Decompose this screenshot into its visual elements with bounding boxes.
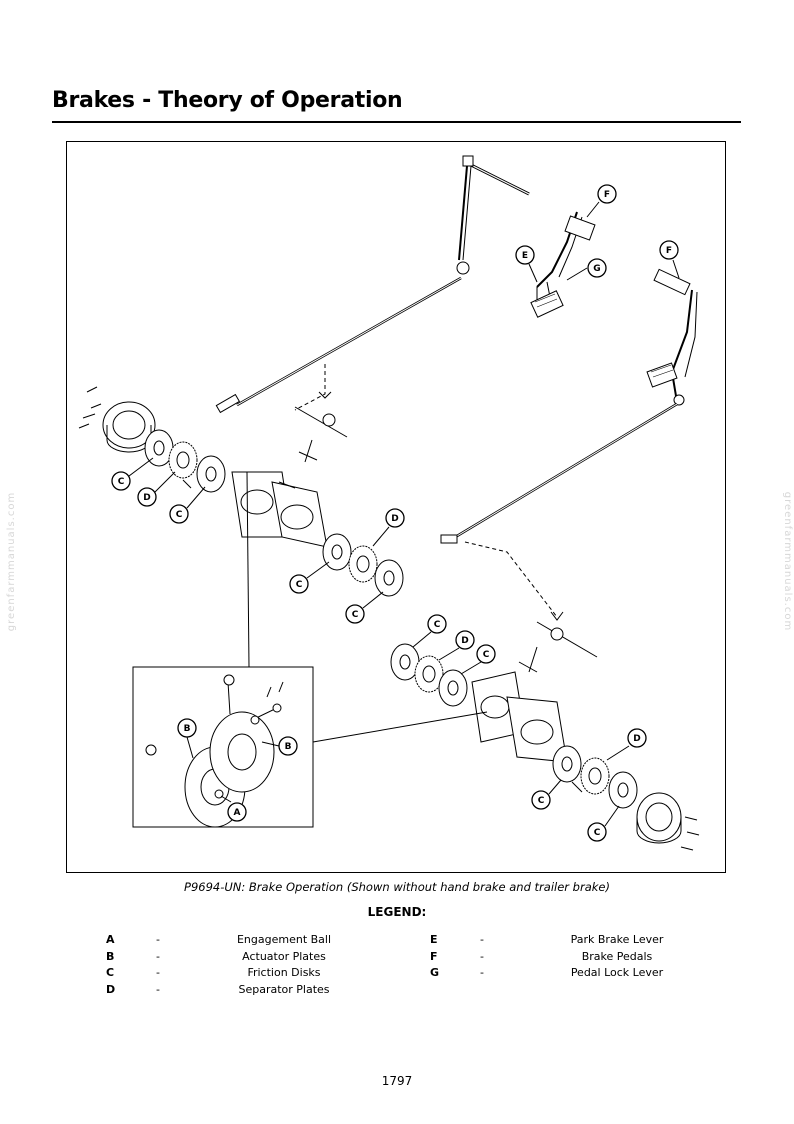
legend-row: G - Pedal Lock Lever [430,966,730,983]
legend-value: Friction Disks [247,966,321,979]
legend-dash: - [156,933,160,946]
legend-right: E - Park Brake Lever F - Brake Pedals G - Peda… [430,933,730,983]
callout-c-2: C [169,486,206,524]
svg-text:C: C [118,477,125,487]
svg-text:C: C [594,828,601,838]
svg-text:C: C [352,610,359,620]
legend-dash: - [480,949,484,963]
callout-b-1: B [177,718,197,759]
callout-c-3: C [289,561,330,594]
page-number: 1797 [381,1074,413,1088]
page-title: Brakes - Theory of Operation [52,88,403,113]
figure-caption: P9694-UN: Brake Operation (Shown without… [184,880,610,894]
svg-text:G: G [593,264,600,274]
svg-text:C: C [538,796,545,806]
legend-row: E - Park Brake Lever [430,933,730,950]
callout-d-4: D [606,728,647,761]
legend-value: Park Brake Lever [570,933,664,946]
callout-c-7: C [531,779,562,810]
legend-dash: - [156,949,160,963]
svg-text:D: D [391,514,398,524]
svg-text:B: B [184,724,191,734]
callout-c-8: C [587,805,620,842]
callout-b-2: B [261,736,298,756]
legend-left: A - Engagement Ball B - Actuator Plates C - Fr… [106,933,386,999]
callout-d-1: D [137,471,176,507]
callout-f-top: F [586,184,617,218]
legend-value: Pedal Lock Lever [570,966,664,979]
callout-d-3: D [438,630,475,661]
callout-g: G [566,258,607,281]
legend-value: Actuator Plates [242,949,326,963]
legend-key: B [106,949,115,963]
callout-c-5: C [412,614,447,648]
svg-text:D: D [461,636,468,646]
svg-text:E: E [522,251,528,261]
callout-f-right: F [659,240,680,279]
legend-value: Separator Plates [238,982,330,996]
legend-value: Brake Pedals [581,949,653,963]
callout-c-6: C [460,644,496,675]
svg-text:B: B [285,742,292,752]
callout-a: A [220,795,247,822]
legend-key: E [430,933,438,946]
legend-key: C [106,966,115,979]
svg-text:C: C [483,650,490,660]
legend-row: A - Engagement Ball [106,933,386,950]
svg-text:D: D [633,734,640,744]
legend-key: D [106,982,116,996]
legend-dash: - [480,966,484,979]
callout-d-2: D [372,508,405,547]
legend-row: F - Brake Pedals [430,950,730,967]
svg-text:D: D [143,493,150,503]
legend-key: G [430,966,440,979]
legend-row: C - Friction Disks [106,966,386,983]
callout-e: E [515,245,538,283]
legend-value: Engagement Ball [236,933,332,946]
svg-text:C: C [434,620,441,630]
legend-key: A [106,933,115,946]
callout-c-4: C [345,591,384,624]
title-rule [52,121,741,123]
legend-title: LEGEND: [367,905,427,919]
legend-row: B - Actuator Plates [106,950,386,967]
svg-text:F: F [604,190,610,200]
svg-text:A: A [234,808,241,818]
legend-dash: - [156,966,160,979]
callout-c-1: C [111,457,154,491]
legend-dash: - [156,982,160,996]
svg-text:C: C [296,580,303,590]
watermark-right: greenfarmmanuals.com [782,491,794,632]
legend-dash: - [480,933,484,946]
svg-text:F: F [666,246,672,256]
watermark-left: greenfarmmanuals.com [6,491,18,632]
svg-text:C: C [176,510,183,520]
brake-diagram: F F E G C D C D C C C D C D C C B B A [66,141,726,873]
brake-exploded-view: F F E G C D C D C C C D C D C C B B A [78,155,700,851]
legend-key: F [430,949,438,963]
legend-row: D - Separator Plates [106,983,386,1000]
